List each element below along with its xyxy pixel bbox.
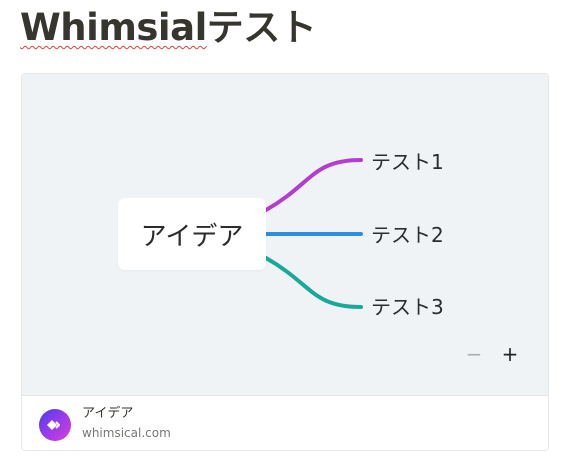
page-title[interactable]: Whimsialテスト xyxy=(20,4,317,52)
connector-branch-3 xyxy=(264,256,363,309)
connector-branch-1 xyxy=(264,158,363,212)
embed-url[interactable]: whimsical.com xyxy=(82,426,171,440)
page-title-misspelled-word: Whimsial xyxy=(20,6,207,49)
whimsical-embed-card[interactable]: アイデア テスト1 テスト2 テスト3 − + アイデア whimsical.c… xyxy=(21,73,549,451)
zoom-out-button[interactable]: − xyxy=(465,342,483,366)
embed-title: アイデア xyxy=(82,406,134,421)
logo-diamond-glyph xyxy=(47,420,60,430)
mindmap-board[interactable]: アイデア テスト1 テスト2 テスト3 − + xyxy=(22,74,548,395)
mindmap-central-node[interactable]: アイデア xyxy=(118,198,266,270)
mindmap-branch-3[interactable]: テスト3 xyxy=(371,295,444,319)
whimsical-logo-icon xyxy=(39,409,71,441)
page-title-suffix: テスト xyxy=(206,6,317,49)
embed-footer[interactable]: アイデア whimsical.com xyxy=(22,395,548,450)
mindmap-connectors xyxy=(264,158,363,309)
mindmap-branch-1[interactable]: テスト1 xyxy=(371,150,444,174)
mindmap-branch-2[interactable]: テスト2 xyxy=(371,223,444,247)
zoom-in-button[interactable]: + xyxy=(501,342,519,366)
